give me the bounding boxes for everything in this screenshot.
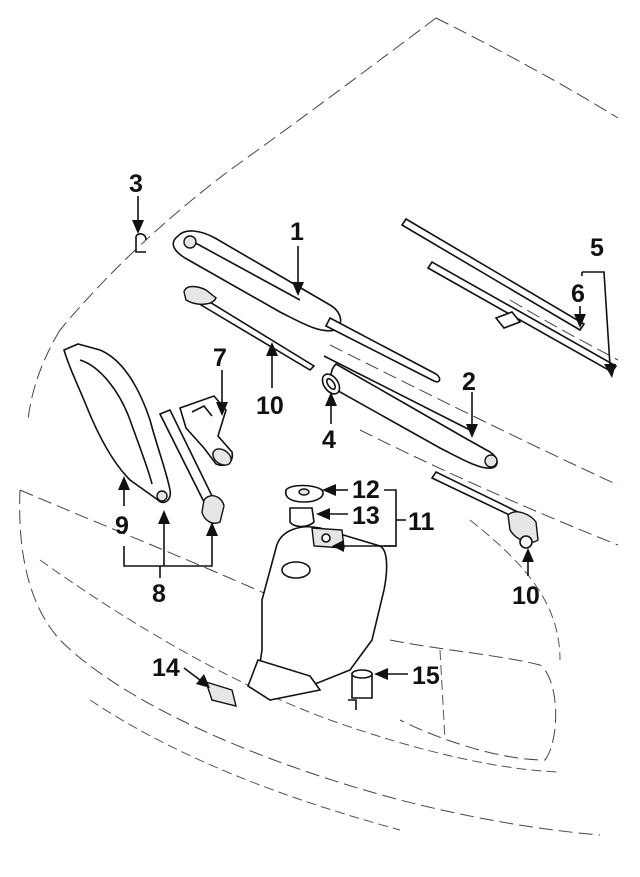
- headlight-divider: [439, 649, 446, 741]
- hood-top-edge: [435, 17, 619, 119]
- bumper-lower: [89, 699, 401, 831]
- hose-connector: [204, 680, 237, 707]
- windshield-base: [509, 299, 619, 361]
- cowl-line-lower: [359, 429, 619, 546]
- fender-curve: [469, 519, 561, 661]
- wiper-motor: [179, 395, 234, 467]
- callout-2: 2: [462, 368, 476, 396]
- callout-11: 11: [408, 508, 435, 536]
- callout-4: 4: [322, 426, 336, 454]
- washer-reservoir: [247, 526, 388, 701]
- callout-6: 6: [571, 280, 585, 308]
- wiper-arm-left: [172, 230, 441, 383]
- washer-pump: [348, 669, 373, 710]
- bumper-outline: [19, 489, 601, 836]
- headlight-outline: [389, 639, 557, 761]
- callout-14: 14: [152, 654, 180, 682]
- wiper-blade: [400, 217, 618, 374]
- wiper-arm-right: [323, 355, 498, 469]
- callout-10-lower: 10: [512, 582, 540, 610]
- retaining-clip: [135, 233, 147, 253]
- vehicle-body-outline: [19, 17, 619, 836]
- callout-12: 12: [352, 476, 380, 504]
- callout-8: 8: [152, 580, 166, 608]
- callout-5: 5: [590, 234, 604, 262]
- bumper-top: [19, 489, 281, 601]
- leader-lines: [118, 196, 616, 688]
- reservoir-cap: [284, 484, 324, 503]
- callout-3: 3: [129, 170, 143, 198]
- hood-left-edge: [59, 17, 437, 331]
- callout-9: 9: [115, 512, 129, 540]
- linkage-rod-upper: [183, 285, 316, 372]
- linkage-rod-lower: [430, 470, 539, 549]
- reservoir-grommet: [289, 507, 315, 528]
- callout-13: 13: [352, 502, 380, 530]
- linkage-frame: [63, 343, 225, 524]
- callout-15: 15: [412, 662, 440, 690]
- pivot-seal: [321, 373, 341, 395]
- callout-10-upper: 10: [256, 392, 284, 420]
- fender-line: [27, 329, 61, 421]
- callout-1: 1: [290, 218, 304, 246]
- callout-7: 7: [213, 344, 227, 372]
- callout-labels: 1 2 3 4 5 6 7 8 9 10 10 11 12 13 14 15: [115, 170, 604, 690]
- bumper-inner: [39, 559, 561, 773]
